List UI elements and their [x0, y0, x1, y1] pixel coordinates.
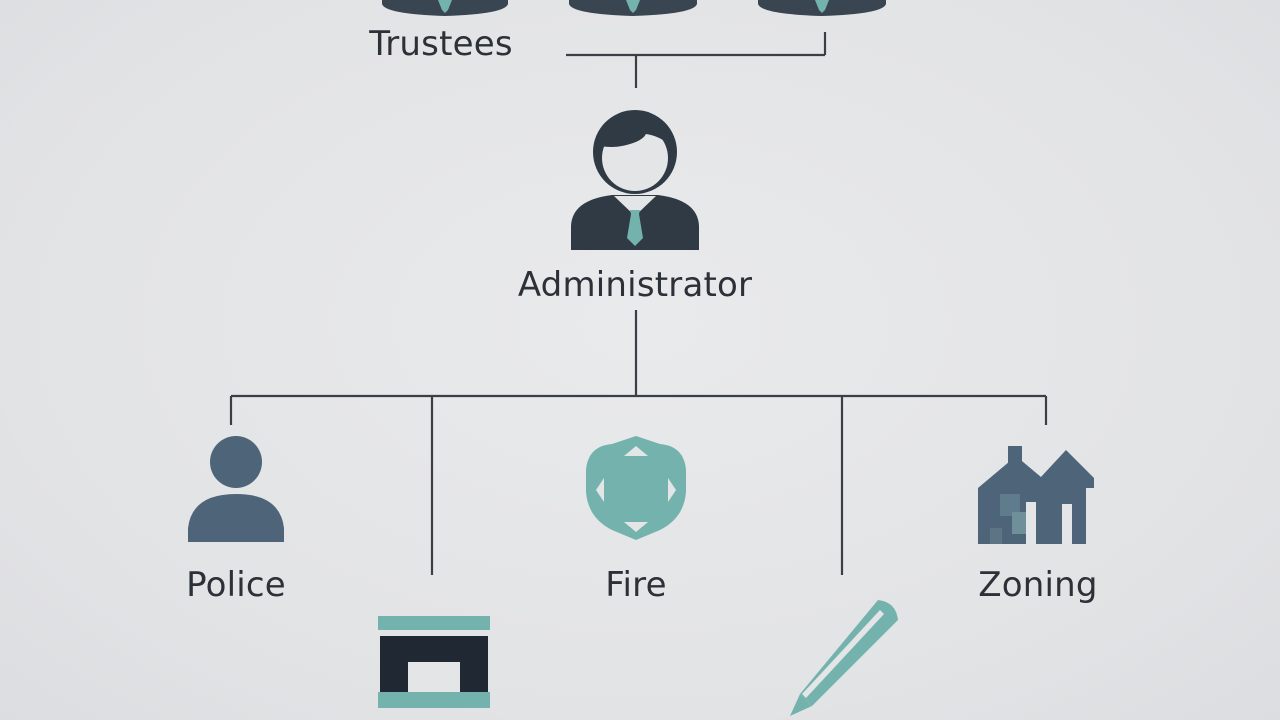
- police-label: Police: [186, 565, 286, 605]
- fire-shield-icon: [586, 436, 686, 540]
- zoning-houses-icon: [978, 446, 1094, 544]
- zoning-label: Zoning: [978, 565, 1098, 605]
- trustee-avatar-icon: [569, 0, 697, 16]
- police-person-icon: [188, 436, 284, 542]
- records-building-icon: [378, 616, 490, 708]
- trustees-label: Trustees: [369, 24, 513, 64]
- fire-label: Fire: [605, 565, 667, 605]
- connector-lines: [229, 32, 1048, 575]
- administrator-label: Administrator: [517, 265, 753, 305]
- trustee-avatar-icon: [758, 0, 886, 16]
- administrator-avatar-icon: [571, 110, 699, 250]
- trustee-avatar-icon: [382, 0, 508, 16]
- clerk-pencil-icon: [790, 600, 898, 716]
